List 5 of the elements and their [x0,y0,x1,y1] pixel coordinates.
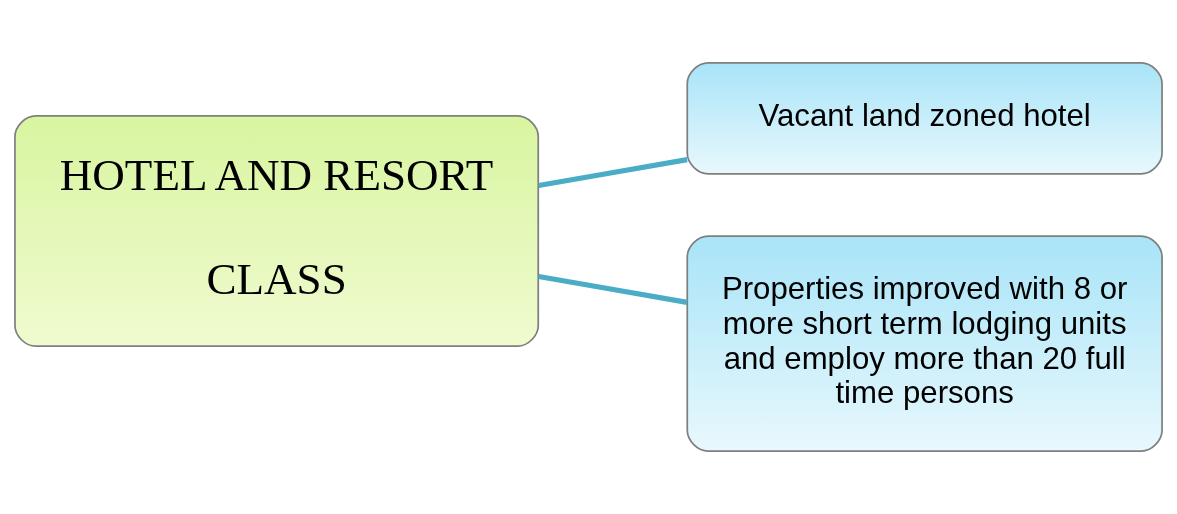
connector [538,157,688,189]
node-box: HOTEL AND RESORT CLASS [14,114,540,348]
node-box: Vacant land zoned hotel [686,62,1163,175]
connector [538,273,688,305]
node-box: Properties improved with 8 or more short term lodging units and employ more than 20 full time persons [686,235,1163,452]
